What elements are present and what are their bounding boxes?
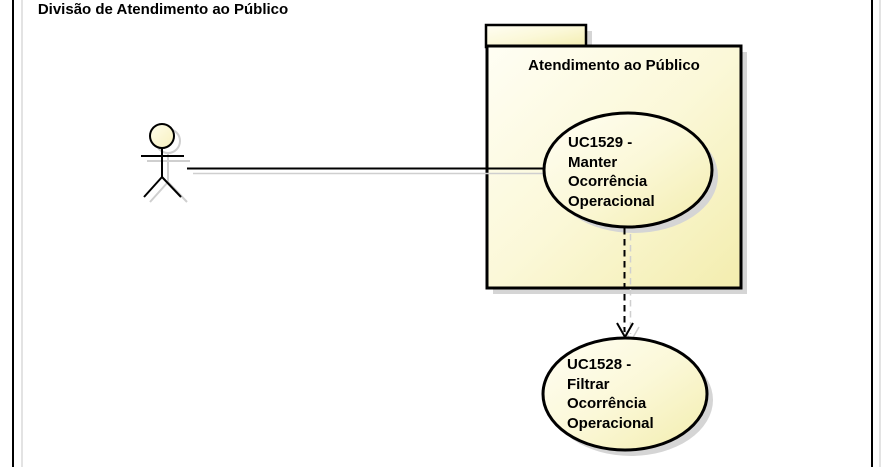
- usecase-uc1528[interactable]: [541, 336, 713, 456]
- page-border-left: [12, 0, 14, 467]
- usecase-uc1528-label: UC1528 - Filtrar Ocorrência Operacional: [567, 355, 654, 433]
- usecase-uc1529-line1: UC1529 -: [568, 134, 633, 151]
- usecase-uc1529-line4: Operacional: [568, 192, 655, 210]
- actor-leg-right: [161, 176, 182, 198]
- usecase-uc1529-line2: Manter: [568, 153, 618, 171]
- usecase-uc1528-line4: Operacional: [567, 414, 654, 432]
- usecase-uc1529-ellipse[interactable]: [542, 111, 714, 229]
- usecase-uc1528-line2: Filtrar: [567, 375, 610, 393]
- usecase-uc1529[interactable]: [542, 111, 718, 233]
- actor-head: [149, 123, 175, 149]
- package-title: Atendimento ao Público: [528, 57, 700, 74]
- page-border-right: [871, 0, 873, 467]
- actor-label: Divisão de Atendimento ao Público: [37, 1, 289, 18]
- usecase-uc1529-label: UC1529 - Manter Ocorrência Operacional: [568, 133, 655, 211]
- actor-divisao-atendimento[interactable]: [141, 123, 190, 203]
- usecase-uc1528-ellipse[interactable]: [541, 336, 709, 452]
- package-tab[interactable]: [484, 23, 588, 49]
- usecase-uc1529-line3: Ocorrência: [568, 173, 648, 190]
- actor-leg-left: [143, 176, 163, 198]
- page-border-left-shadow: [21, 0, 23, 467]
- page-border-right-shadow: [879, 0, 881, 467]
- association-actor-uc1529[interactable]: [187, 167, 551, 175]
- usecase-uc1528-line3: Ocorrência: [567, 395, 647, 412]
- actor-figure-icon[interactable]: [141, 123, 184, 198]
- usecase-uc1528-line1: UC1528 -: [567, 356, 632, 373]
